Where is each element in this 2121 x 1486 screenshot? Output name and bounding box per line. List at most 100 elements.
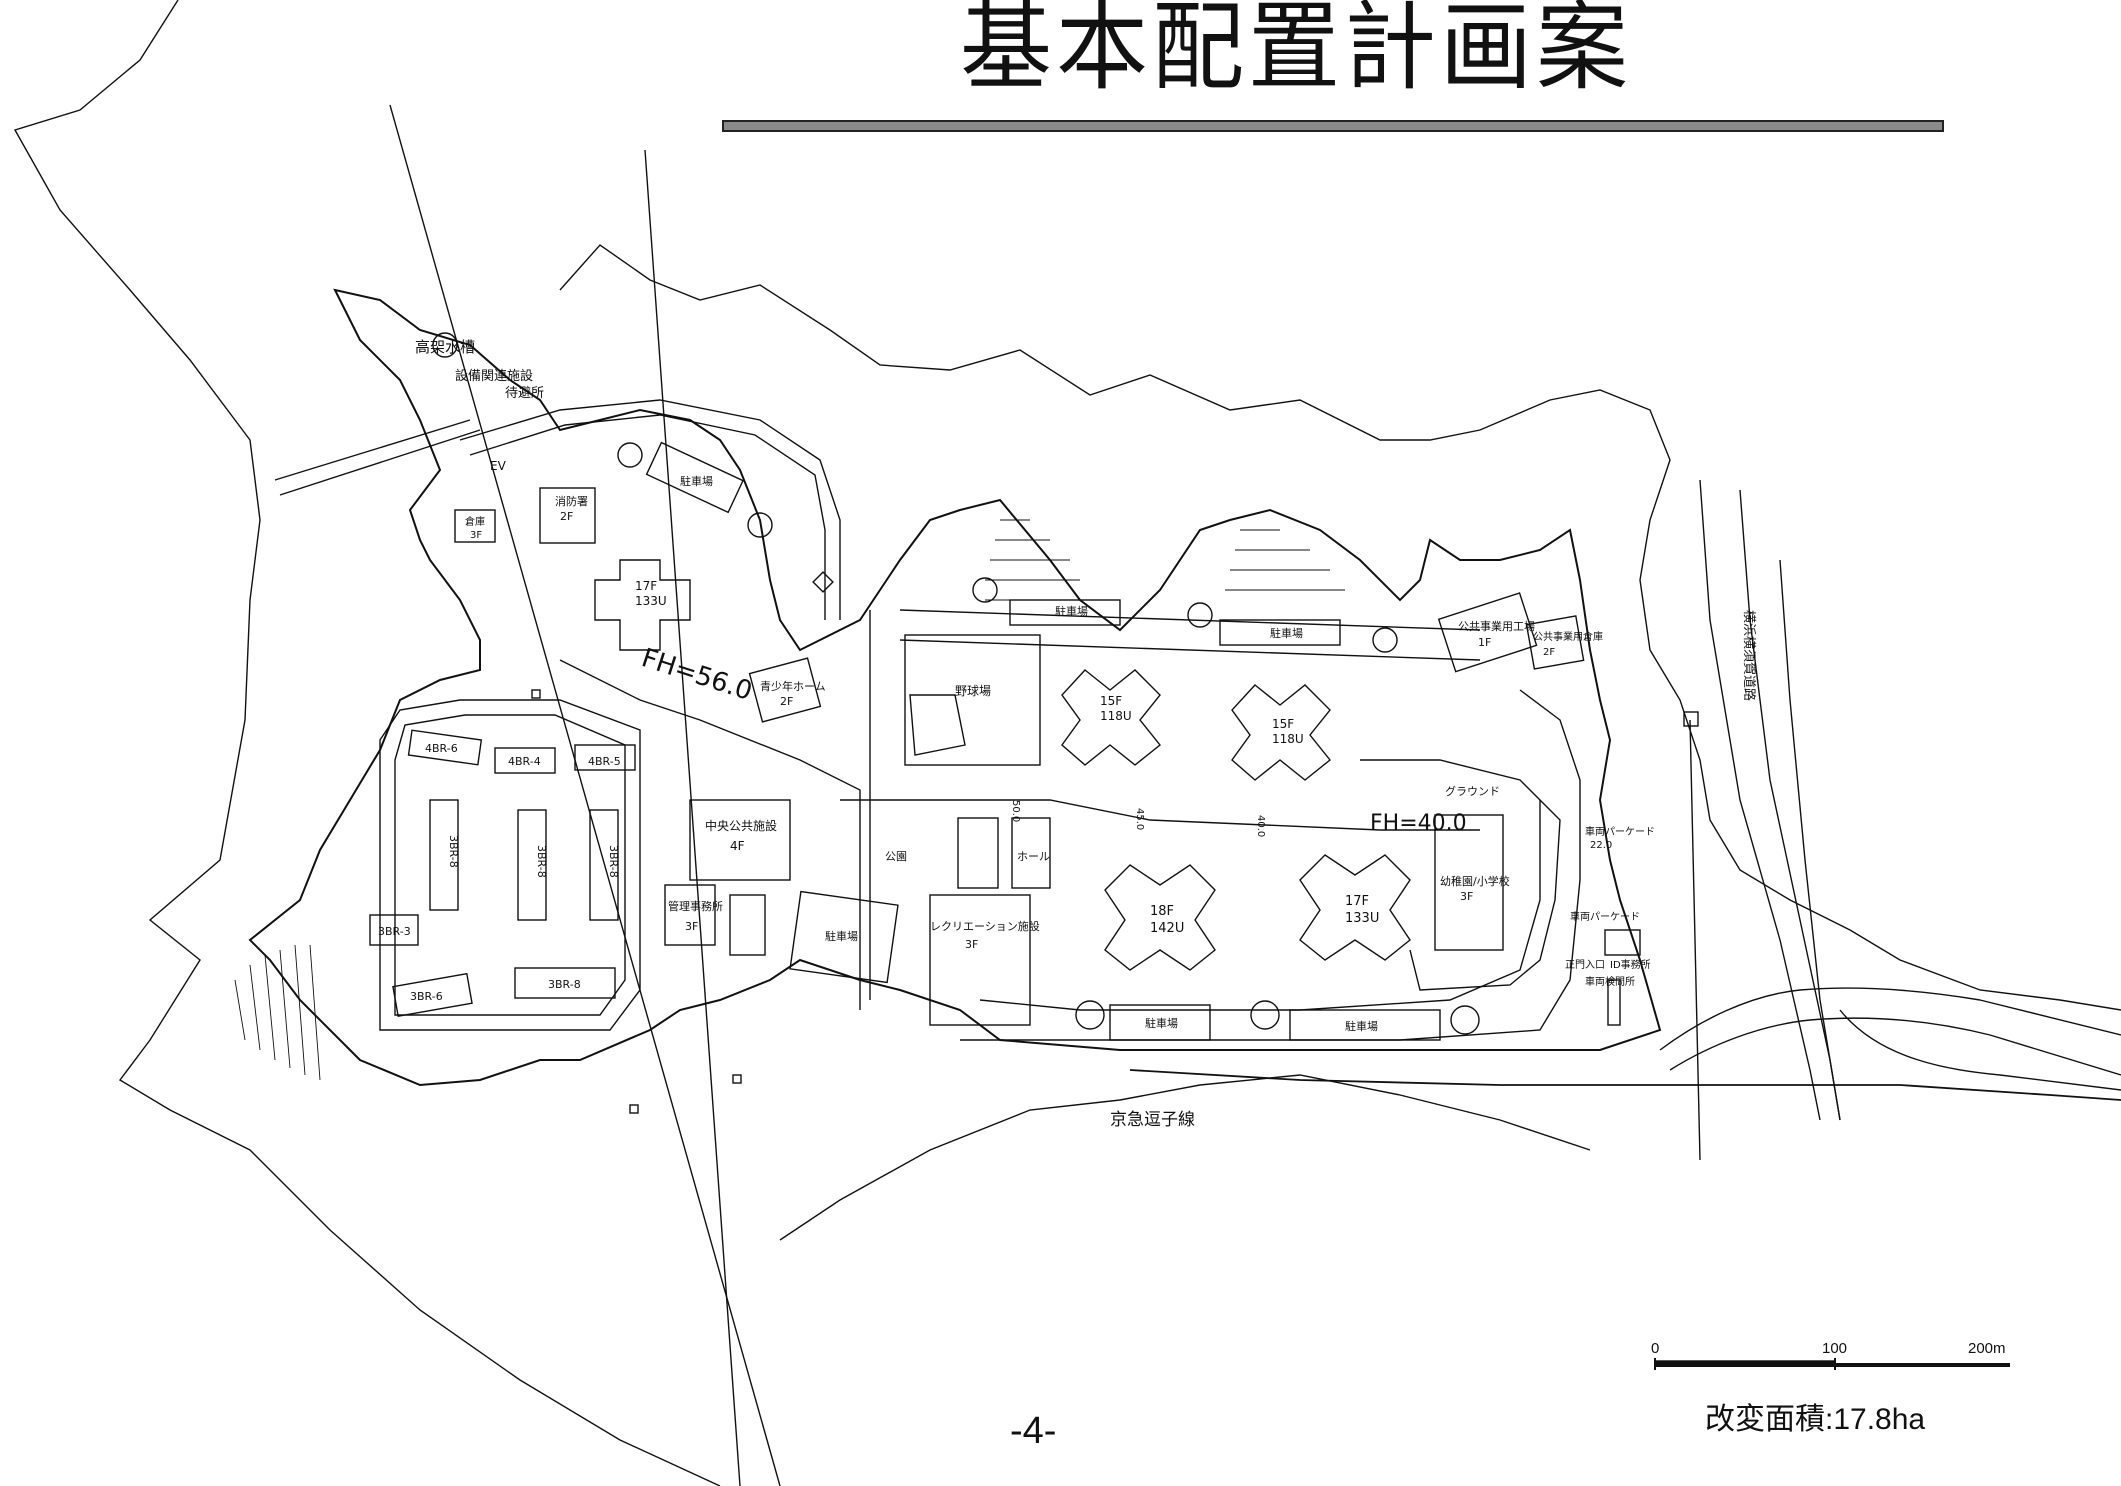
building-fire-station: [539, 487, 596, 544]
label-recreation: レクリエーション施設: [930, 919, 1040, 933]
label-recreation-floors: 3F: [965, 938, 978, 951]
highway-line-1: [1699, 479, 1821, 1121]
roundabout: [1372, 627, 1398, 653]
pylon: [629, 1104, 639, 1114]
label-parking-central: 駐車場: [825, 929, 858, 943]
power-line-1: [389, 104, 781, 1486]
access-road-north-2: [469, 414, 826, 620]
scale-label-mid: 100: [1822, 1340, 1848, 1357]
roundabout: [1450, 1005, 1480, 1035]
building-public-works: [1437, 592, 1538, 673]
label-tower1-units: 133U: [635, 594, 667, 608]
building-youth-center: [748, 657, 822, 723]
roundabout: [617, 442, 643, 468]
label-railway: 京急逗子線: [1110, 1110, 1195, 1130]
parking-central: [789, 890, 899, 984]
label-central-public: 中央公共施設: [705, 818, 777, 833]
label-tower1-floors: 17F: [635, 579, 657, 593]
building-3br6: [392, 972, 473, 1018]
label-tower17b-floors: 17F: [1345, 894, 1369, 909]
access-road-north: [459, 399, 841, 620]
pylon: [1683, 711, 1699, 727]
label-ev: EV: [490, 459, 507, 473]
building-vehicle-check: [1607, 979, 1621, 1026]
label-vehicle-check: 車両検問所: [1585, 975, 1635, 988]
building-3br8-c: [589, 809, 619, 921]
page-number: -4-: [1010, 1410, 1057, 1452]
building-3br8-b: [517, 809, 547, 921]
building-4br5: [574, 744, 636, 771]
label-tower15b-units: 118U: [1272, 732, 1304, 746]
building-central-public: [689, 799, 791, 881]
label-public-warehouse-floors: 2F: [1543, 647, 1555, 658]
building-id-office: [1604, 929, 1641, 956]
building-tower-17f-b: [1299, 854, 1411, 961]
label-parking-east-b: 駐車場: [1270, 626, 1303, 640]
building-3br8-d: [514, 967, 616, 999]
label-3br6: 3BR-6: [410, 990, 443, 1003]
parking-north-east-a: [1009, 599, 1121, 626]
building-3br8-a: [429, 799, 459, 911]
label-4br5: 4BR-5: [588, 755, 621, 768]
building-management: [664, 884, 716, 946]
baseball-diamond: [909, 694, 966, 756]
label-contour-40: 40.0: [1255, 815, 1266, 837]
building-recreation: [929, 894, 1031, 1026]
power-line-2: [644, 149, 741, 1486]
label-parking-south-b: 駐車場: [1345, 1019, 1378, 1033]
pylon: [732, 1074, 742, 1084]
pylon: [812, 571, 834, 593]
title-underline-bar: [722, 120, 1944, 132]
terrain-outline-east: [779, 1074, 1591, 1241]
road-central: [559, 659, 861, 1010]
building-warehouse: [454, 509, 496, 543]
field-small-1: [729, 894, 766, 956]
label-bus-parking-val: 22.0: [1590, 840, 1612, 851]
road-south: [979, 800, 1541, 1011]
ground-boundary: [1360, 759, 1561, 991]
building-hall: [1011, 817, 1051, 889]
slope-hatch-north: [985, 519, 1345, 601]
roundabout: [747, 512, 773, 538]
label-tower15a-floors: 15F: [1100, 694, 1122, 708]
scale-label-end: 200m: [1968, 1340, 2006, 1357]
label-public-works: 公共事業用工場: [1458, 620, 1535, 633]
label-shelter: 待避所: [505, 386, 544, 401]
road-central-3: [840, 799, 1480, 831]
railway-line: [1129, 1069, 2121, 1101]
label-fire-station-floors: 2F: [560, 510, 573, 523]
building-school: [1434, 814, 1504, 951]
parking-north-east-b: [1219, 619, 1341, 646]
label-id-office: ID事務所: [1610, 958, 1651, 971]
label-fire-station: 消防署: [555, 494, 588, 508]
roundabout: [1187, 602, 1213, 628]
label-management-floors: 3F: [685, 920, 698, 933]
label-3br8-c: 3BR-8: [607, 845, 620, 878]
slope-hatch-southwest: [234, 944, 321, 1081]
road-central-2: [869, 609, 1481, 1000]
label-4br4: 4BR-4: [508, 755, 541, 768]
label-tower15a-units: 118U: [1100, 709, 1132, 723]
label-contour-50: 50.0: [1010, 800, 1021, 822]
label-baseball: 野球場: [955, 684, 991, 698]
label-parking-south-a: 駐車場: [1145, 1016, 1178, 1030]
highway-line-3: [1779, 559, 1841, 1121]
field-small-2: [957, 817, 999, 889]
label-3br8-d: 3BR-8: [548, 978, 581, 991]
label-3br8-b: 3BR-8: [535, 845, 548, 878]
label-hall: ホール: [1017, 850, 1050, 863]
label-public-warehouse: 公共事業用倉庫: [1533, 630, 1603, 643]
label-3br8-a: 3BR-8: [447, 835, 460, 868]
label-park: 公園: [885, 850, 907, 863]
label-parking: 駐車場: [680, 474, 713, 488]
label-school-floors: 3F: [1460, 890, 1473, 903]
label-youth-center-floors: 2F: [780, 695, 793, 708]
label-public-works-floors: 1F: [1478, 636, 1491, 649]
parking-north: [645, 441, 744, 514]
parking-south-b: [1289, 1009, 1441, 1041]
label-central-public-floors: 4F: [730, 839, 745, 853]
power-line-5: [1689, 719, 1701, 1161]
scale-label-zero: 0: [1651, 1340, 1660, 1357]
label-elevation-lower: FH=40.0: [1370, 811, 1467, 836]
